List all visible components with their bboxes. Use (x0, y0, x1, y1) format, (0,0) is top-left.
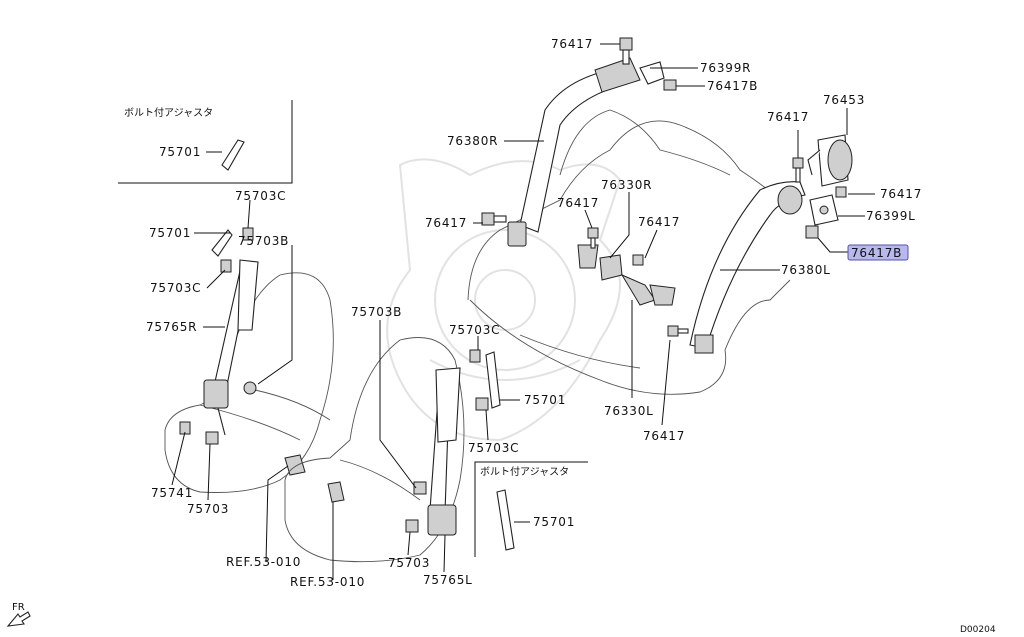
label-75765R[interactable]: 75765R (146, 320, 197, 334)
label-75703B-m[interactable]: 75703B (351, 305, 402, 319)
bolt-75703-l1 (205, 431, 219, 445)
label-75703C-m2[interactable]: 75703C (468, 441, 519, 455)
ref-buckle-l (284, 454, 306, 476)
label-75703B-l1[interactable]: 75703B (238, 234, 289, 248)
bolt-76417-top (619, 37, 633, 65)
diagram-code: D00204 (960, 625, 996, 635)
fr-label: FR (12, 602, 25, 613)
label-75701-inset2[interactable]: 75701 (533, 515, 575, 529)
bolt-75703B-l1 (243, 381, 257, 395)
inset-note-2: ボルト付アジャスタ (480, 465, 569, 478)
label-ref-53-010-a[interactable]: REF.53-010 (226, 555, 301, 569)
label-76380R[interactable]: 76380R (447, 134, 498, 148)
bracket-76399R (639, 61, 665, 85)
belt-75765R (203, 259, 259, 436)
label-76417-top[interactable]: 76417 (551, 37, 593, 51)
label-76417-mid2[interactable]: 76417 (638, 215, 680, 229)
rear-seat-back (467, 109, 791, 395)
label-76330R[interactable]: 76330R (601, 178, 652, 192)
bolt-76417B-r (663, 79, 677, 91)
bolt-76417-left (481, 212, 507, 226)
label-75703C-l2[interactable]: 75703C (150, 281, 201, 295)
label-75765L[interactable]: 75765L (423, 573, 473, 587)
label-75701-inset1[interactable]: 75701 (159, 145, 201, 159)
bracket-76399L (809, 194, 839, 226)
ref-buckle-m (327, 481, 345, 503)
fr-orientation-indicator: FR (6, 602, 31, 627)
highlight-76417B[interactable] (847, 244, 909, 261)
belt-75765L (427, 367, 461, 536)
inset-note-1: ボルト付アジャスタ (124, 106, 213, 119)
belt-76380L (689, 181, 806, 354)
buckle-76330L (620, 273, 676, 306)
label-76417B-l[interactable]: 76417B (851, 246, 902, 260)
label-75701-m[interactable]: 75701 (524, 393, 566, 407)
inset-bolt-adjuster-2 (474, 461, 588, 557)
bolt-76417-r-upper (792, 157, 804, 183)
label-76380L[interactable]: 76380L (781, 263, 831, 277)
label-76399L[interactable]: 76399L (866, 209, 916, 223)
label-75701-l1[interactable]: 75701 (149, 226, 191, 240)
leader-lines (171, 43, 875, 580)
guide-75701-m (485, 351, 501, 409)
label-75703C-m1[interactable]: 75703C (449, 323, 500, 337)
buckle-76330R (577, 244, 623, 281)
label-76330L[interactable]: 76330L (604, 404, 654, 418)
callout-labels: 76417 76399R 76417B 76453 76380R 76417 7… (146, 37, 922, 589)
label-76417-lower[interactable]: 76417 (643, 429, 685, 443)
label-75703-l1[interactable]: 75703 (187, 502, 229, 516)
bolt-75703C-m2 (475, 397, 489, 411)
retractor-76453 (807, 134, 853, 187)
front-arrow-icon (6, 611, 31, 627)
label-76417-r-upper[interactable]: 76417 (767, 110, 809, 124)
bolt-76417-r-side (835, 186, 847, 198)
bolt-75703B-m (413, 481, 427, 495)
label-76417-left[interactable]: 76417 (425, 216, 467, 230)
guide-75701-l1 (211, 229, 233, 257)
watermark-emblem (386, 158, 622, 442)
bolt-76417-lower (667, 325, 689, 337)
bolt-75703-m (405, 519, 419, 533)
bolt-76417B-l (805, 225, 819, 239)
front-seat-right (284, 337, 465, 563)
bolt-76417-mid (587, 227, 644, 266)
label-ref-53-010-b[interactable]: REF.53-010 (290, 575, 365, 589)
bolt-75703C-m1 (469, 349, 481, 363)
belt-76380R (507, 57, 641, 247)
label-76417-r-side[interactable]: 76417 (880, 187, 922, 201)
label-75741[interactable]: 75741 (151, 486, 193, 500)
label-75703C-l1[interactable]: 75703C (235, 189, 286, 203)
label-76417B-r[interactable]: 76417B (707, 79, 758, 93)
label-76399R[interactable]: 76399R (700, 61, 751, 75)
label-76453[interactable]: 76453 (823, 93, 865, 107)
label-75703-m[interactable]: 75703 (388, 556, 430, 570)
label-76417-mid[interactable]: 76417 (557, 196, 599, 210)
inset-bolt-adjuster-1 (118, 100, 293, 184)
